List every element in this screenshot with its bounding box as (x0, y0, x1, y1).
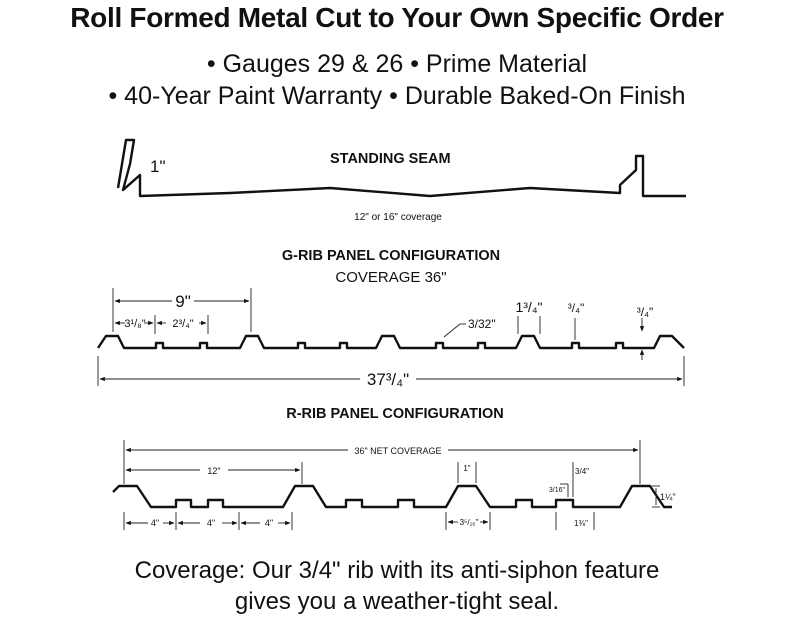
g-rib-heading: G-RIB PANEL CONFIGURATION (282, 248, 500, 264)
r-rib-diagram: R-RIB PANEL CONFIGURATION 36" NET COVERA… (112, 406, 676, 530)
feature-line-1: • Gauges 29 & 26 • Prime Material (206, 50, 588, 78)
g-rib-diagram: G-RIB PANEL CONFIGURATION COVERAGE 36" 9… (97, 248, 685, 389)
r-rib-profile (112, 484, 672, 509)
standing-seam-coverage-label: 12" or 16" coverage (354, 212, 442, 223)
g-rib-overall-label: 37³/₄" (367, 370, 409, 389)
r-rib-flat-2: 4" (207, 518, 215, 528)
feature-line-2: • 40-Year Paint Warranty • Durable Baked… (108, 82, 686, 110)
r-rib-dim-v2: 3/16" (549, 487, 566, 494)
r-rib-heading: R-RIB PANEL CONFIGURATION (286, 406, 504, 422)
g-rib-profile (97, 334, 685, 350)
standing-seam-diagram: 1" STANDING SEAM 12" or 16" coverage (116, 138, 686, 223)
standing-seam-heading: STANDING SEAM (330, 151, 451, 167)
g-rib-dim-d: 1³/₄" (515, 299, 542, 315)
r-rib-net-coverage-label: 36" NET COVERAGE (354, 446, 441, 456)
g-rib-dim-f: ³/₄" (637, 305, 654, 319)
r-rib-dim-small: 1⅜" (574, 519, 588, 528)
g-rib-dim-e: ³/₄" (568, 301, 585, 315)
standing-seam-profile (116, 138, 686, 198)
r-rib-dim-rib-height: 1¼" (660, 492, 676, 502)
r-rib-dim-rib-top: 1" (463, 464, 470, 473)
standing-seam-height-label: 1" (150, 157, 166, 176)
r-rib-flat-1: 4" (151, 518, 159, 528)
r-rib-flat-3: 4" (265, 518, 273, 528)
g-rib-dim-a: 3¹/₈" (124, 318, 145, 330)
r-rib-spacing-label: 12" (207, 466, 220, 476)
footer-line-2: gives you a weather-tight seal. (234, 588, 560, 615)
g-rib-spacing-label: 9" (175, 292, 191, 311)
r-rib-dim-v1: 3/4" (575, 467, 589, 476)
r-rib-dim-rib-base: 3⁵/₁₆" (460, 518, 479, 527)
g-rib-dim-b: 2³/₄" (172, 318, 193, 330)
g-rib-subheading: COVERAGE 36" (335, 269, 446, 286)
footer-line-1: Coverage: Our 3/4" rib with its anti-sip… (134, 557, 660, 584)
page-title: Roll Formed Metal Cut to Your Own Specif… (70, 2, 724, 33)
g-rib-dim-c: 3/32" (468, 317, 496, 331)
